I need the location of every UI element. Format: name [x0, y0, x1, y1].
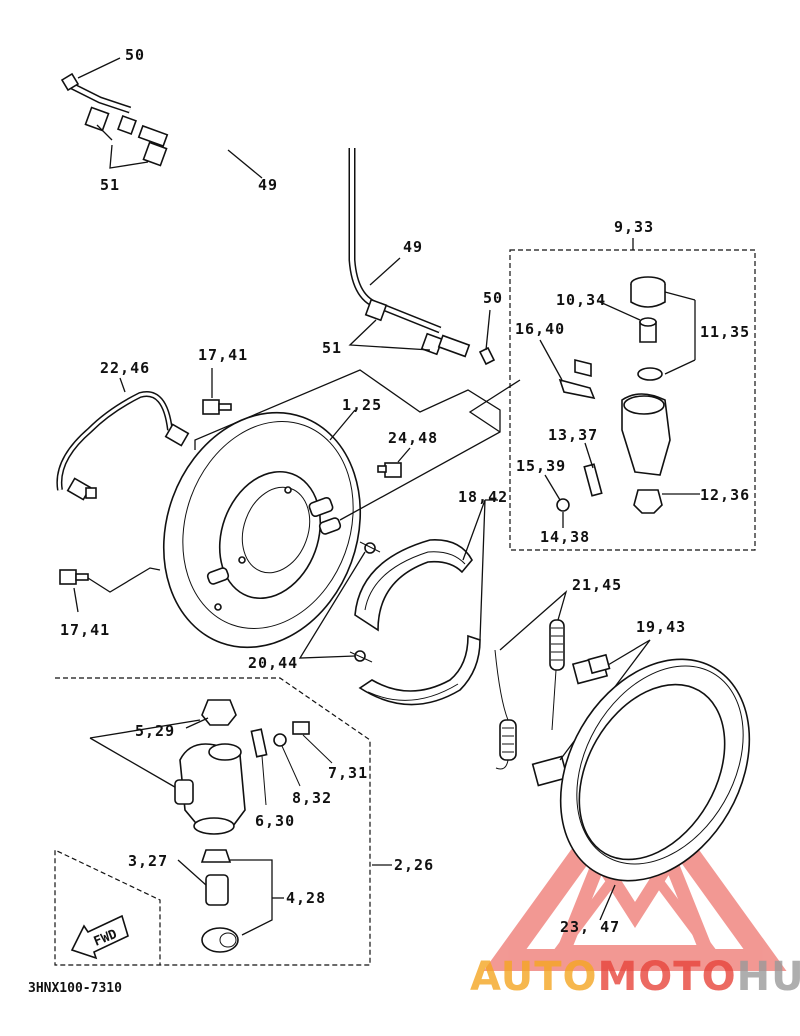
screw-7-31 — [292, 721, 333, 764]
brake-pipe-upper-left — [60, 70, 228, 171]
label-10-34: 10,34 — [556, 291, 606, 309]
label-8-32: 8,32 — [292, 789, 332, 807]
label-49-top: 49 — [258, 176, 278, 194]
label-1-25: 1,25 — [342, 396, 382, 414]
label-15-39: 15,39 — [516, 457, 566, 475]
diagram-code: 3HNX100-7310 — [28, 981, 122, 996]
brake-drum — [559, 658, 751, 882]
label-50-mid: 50 — [483, 289, 503, 307]
part-labels: 50 51 49 49 9,33 50 10,34 11,35 16,40 51… — [60, 46, 750, 936]
boot-3-27 — [200, 849, 232, 906]
label-23-47: 23, 47 — [560, 918, 620, 936]
brake-shoe-upper — [354, 539, 473, 632]
adjuster-clip-upper — [571, 653, 611, 685]
label-4-28: 4,28 — [286, 889, 326, 907]
plate-6-30 — [250, 728, 268, 806]
label-24-48: 24,48 — [388, 429, 438, 447]
bleeder-bolt — [377, 462, 402, 478]
watermark-moto: MOTO — [598, 954, 737, 1000]
master-cylinder-body — [174, 743, 246, 835]
brake-pipe-middle — [348, 148, 496, 366]
label-49-mid: 49 — [403, 238, 423, 256]
label-11-35: 11,35 — [700, 323, 750, 341]
watermark-logo-triangle — [483, 761, 787, 971]
label-7-31: 7,31 — [328, 764, 368, 782]
label-9-33: 9,33 — [614, 218, 654, 236]
washer-8-32 — [273, 733, 301, 787]
label-19-43: 19,43 — [636, 618, 686, 636]
cap-5-29 — [201, 699, 237, 726]
label-22-46: 22,46 — [100, 359, 150, 377]
label-14-38: 14,38 — [540, 528, 590, 546]
watermark-hub: HUB — [737, 954, 800, 1000]
label-20-44: 20,44 — [248, 654, 298, 672]
forward-arrow-icon: FWD — [70, 914, 129, 960]
label-13-37: 13,37 — [548, 426, 598, 444]
label-6-30: 6,30 — [255, 812, 295, 830]
brake-hose — [56, 391, 190, 501]
label-5-29: 5,29 — [135, 722, 175, 740]
bolt-upper — [202, 399, 232, 415]
return-spring-2 — [549, 619, 565, 731]
label-51-top: 51 — [100, 176, 120, 194]
brake-shoe-lower — [358, 634, 481, 706]
label-17-41-top: 17,41 — [198, 346, 248, 364]
label-3-27: 3,27 — [128, 852, 168, 870]
label-21-45: 21,45 — [572, 576, 622, 594]
watermark-auto: AUTO — [470, 954, 598, 1000]
seal-4-28 — [201, 927, 239, 953]
bolt-lower — [59, 569, 89, 585]
return-spring-1 — [494, 649, 517, 770]
label-18-42: 18,42 — [458, 488, 508, 506]
label-51-mid: 51 — [322, 339, 342, 357]
label-50-top: 50 — [125, 46, 145, 64]
label-16-40: 16,40 — [515, 320, 565, 338]
brake-backing-plate — [162, 411, 362, 649]
label-17-41-bottom: 17,41 — [60, 621, 110, 639]
label-2-26: 2,26 — [394, 856, 434, 874]
wheel-cylinder-upper — [556, 276, 671, 514]
svg-text:AUTOMOTOHUB: AUTOMOTOHUB — [470, 954, 800, 1000]
hold-down-spring-upper — [359, 541, 381, 554]
label-12-36: 12,36 — [700, 486, 750, 504]
watermark-text: AUTOMOTOHUB — [470, 954, 800, 1000]
